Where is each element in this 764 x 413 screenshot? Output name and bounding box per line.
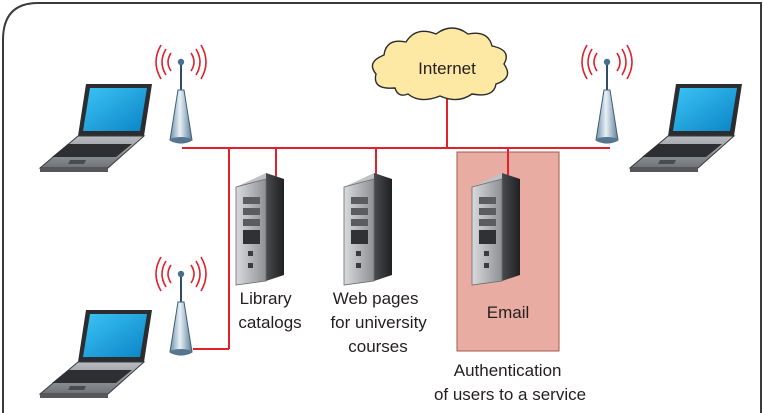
laptop-bottom-left bbox=[39, 309, 153, 399]
laptop-icon bbox=[39, 83, 153, 173]
server-library bbox=[235, 172, 285, 286]
cloud-label: Internet bbox=[418, 59, 476, 78]
server-tower-icon bbox=[471, 172, 521, 286]
laptop-icon bbox=[39, 309, 153, 399]
laptop-top-left bbox=[39, 83, 153, 173]
web-label: Web pages for university courses bbox=[330, 289, 431, 356]
server-tower-icon bbox=[343, 172, 393, 286]
wireless-access-point-icon bbox=[155, 44, 207, 144]
network-wiring bbox=[182, 94, 610, 350]
internet-cloud: Internet bbox=[371, 27, 509, 101]
wireless-access-point-icon bbox=[581, 44, 633, 144]
cloud-icon bbox=[371, 27, 509, 101]
server-web bbox=[343, 172, 393, 286]
server-email bbox=[471, 172, 521, 286]
laptop-top-right bbox=[629, 83, 743, 173]
wireless-access-point-icon bbox=[155, 256, 207, 356]
laptop-icon bbox=[629, 83, 743, 173]
library-label: Library catalogs bbox=[238, 289, 301, 332]
email-label: Email bbox=[487, 303, 530, 322]
access-point-top-left bbox=[155, 44, 207, 144]
auth-caption: Authentication of users to a service bbox=[434, 361, 586, 404]
server-tower-icon bbox=[235, 172, 285, 286]
access-point-top-right bbox=[581, 44, 633, 144]
access-point-bottom-left bbox=[155, 256, 207, 356]
